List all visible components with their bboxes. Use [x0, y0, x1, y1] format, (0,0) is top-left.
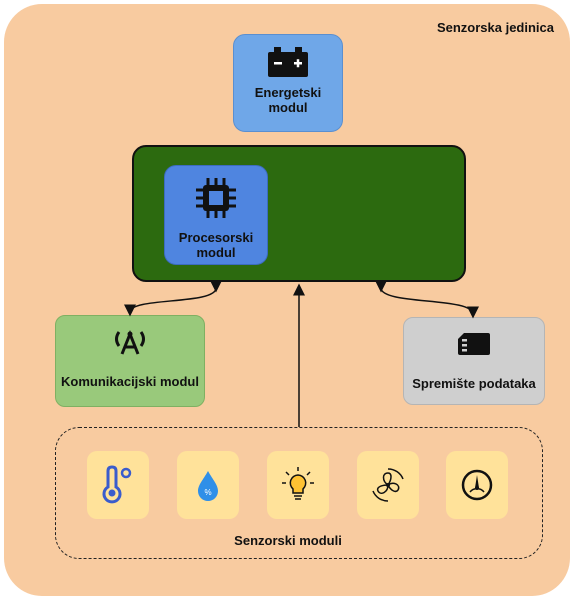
gauge-icon — [461, 469, 493, 501]
battery-icon — [268, 47, 308, 77]
processor-module: Procesorski modul — [164, 165, 268, 265]
sensor-light — [267, 451, 329, 519]
light-bulb-icon — [282, 467, 314, 500]
thermometer-icon — [102, 465, 132, 504]
processor-label-line1: Procesorski — [178, 230, 254, 245]
sensor-modules-group — [55, 427, 543, 559]
communication-label: Komunikacijski modul — [61, 374, 199, 389]
connector-processor-storage — [374, 280, 479, 319]
communication-module: Komunikacijski modul — [55, 315, 205, 407]
sd-card-icon — [458, 333, 490, 355]
svg-text:%: % — [204, 488, 211, 497]
sensor-temperature — [87, 451, 149, 519]
unit-title: Senzorska jedinica — [436, 20, 554, 35]
storage-label: Spremište podataka — [412, 376, 536, 391]
energy-module: Energetski modul — [233, 34, 343, 132]
sensor-pressure — [446, 451, 508, 519]
sensors-title: Senzorski moduli — [234, 533, 342, 548]
antenna-icon — [115, 329, 145, 355]
fan-icon — [372, 468, 404, 502]
humidity-drop-icon: % — [198, 471, 218, 501]
cpu-chip-icon — [196, 178, 236, 218]
sensor-fan — [357, 451, 419, 519]
connector-processor-communication — [124, 280, 223, 317]
energy-label-line2: modul — [268, 100, 308, 115]
energy-label-line1: Energetski — [254, 85, 322, 100]
storage-module: Spremište podataka — [403, 317, 545, 405]
processor-label-line2: modul — [196, 245, 236, 260]
sensor-humidity: % — [177, 451, 239, 519]
